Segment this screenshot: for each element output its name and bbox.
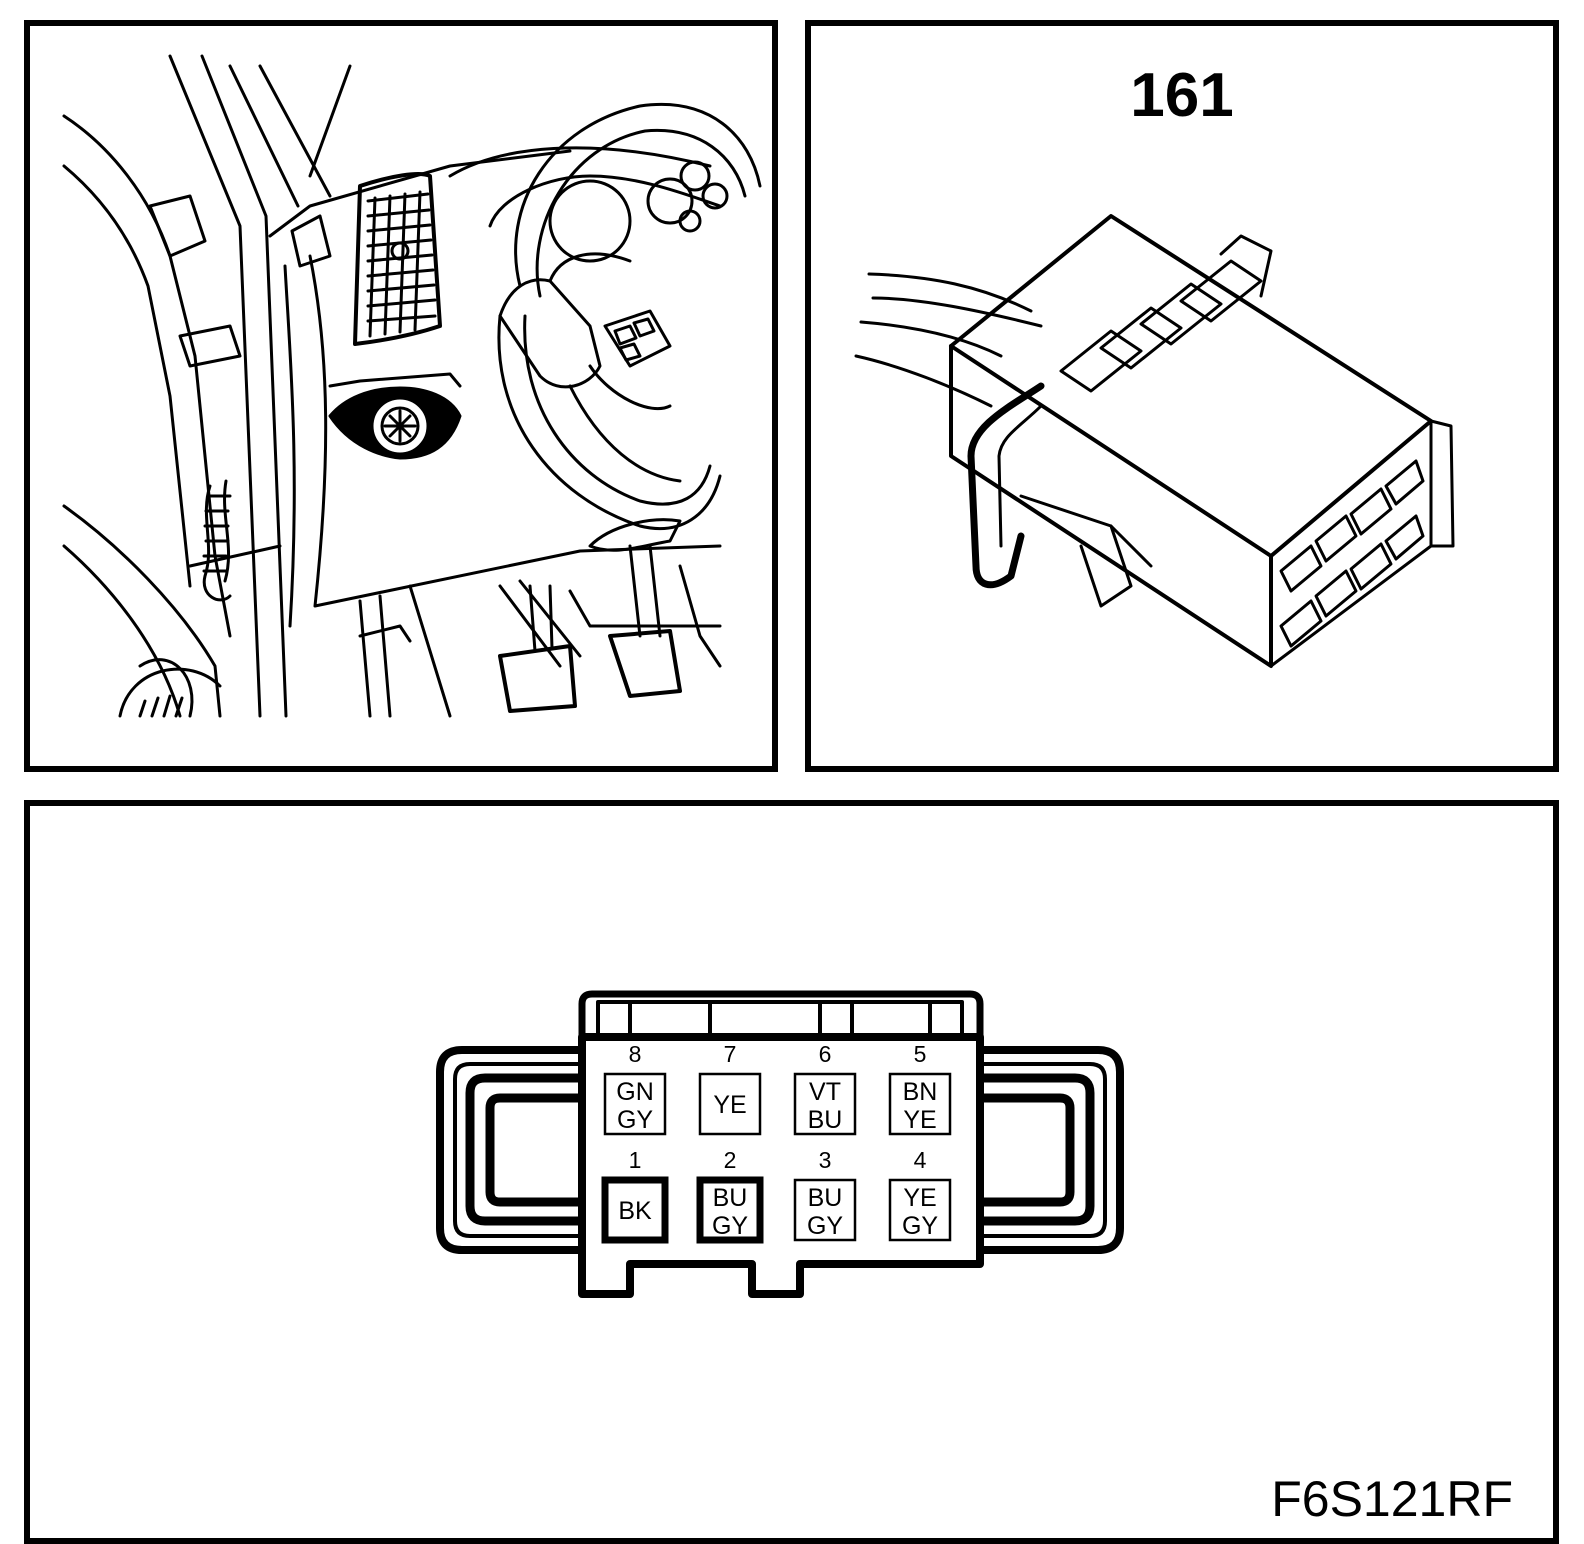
wire-color-label: VT [809, 1078, 841, 1106]
wire-color-label: GY [902, 1212, 938, 1240]
wire-color-label: GY [617, 1106, 653, 1134]
wire-color-label: BU [713, 1184, 748, 1212]
wire-color-label: GY [712, 1212, 748, 1240]
pin-7: 7YE [698, 1041, 762, 1136]
pin-cavity [793, 1178, 857, 1242]
wire-color-label: GN [616, 1078, 654, 1106]
wire-color-label: BN [903, 1078, 938, 1106]
location-illustration-panel [24, 20, 778, 772]
pin-cavity [888, 1178, 952, 1242]
pin-cavity [601, 1176, 669, 1244]
pin-number: 3 [819, 1147, 832, 1173]
connector-number: 161 [1130, 61, 1234, 130]
pin-number: 6 [819, 1041, 832, 1067]
dashboard-location-drawing [62, 54, 762, 718]
connector-3d-drawing [854, 214, 1455, 668]
pin-number: 2 [724, 1147, 737, 1173]
connector-view-panel: 161 [805, 20, 1559, 772]
pin-number: 8 [629, 1041, 642, 1067]
pin-number: 7 [724, 1041, 737, 1067]
pin-cavity [793, 1072, 857, 1136]
pin-1: 1BK [601, 1147, 669, 1244]
wire-color-label: YE [903, 1106, 936, 1134]
pin-cavity [696, 1176, 764, 1244]
pin-number: 4 [914, 1147, 927, 1173]
pin-number: 5 [914, 1041, 927, 1067]
pin-cavity [698, 1072, 762, 1136]
figure-code: F6S121RF [1271, 1471, 1513, 1527]
wire-color-label: BK [618, 1197, 652, 1225]
pin-cavity [888, 1072, 952, 1136]
wire-color-label: GY [807, 1212, 843, 1240]
pin-number: 1 [629, 1147, 642, 1173]
wire-color-label: YE [713, 1091, 746, 1119]
wire-color-label: YE [903, 1184, 936, 1212]
wire-color-label: BU [808, 1106, 843, 1134]
pin-cavity [603, 1072, 667, 1136]
wire-color-label: BU [808, 1184, 843, 1212]
